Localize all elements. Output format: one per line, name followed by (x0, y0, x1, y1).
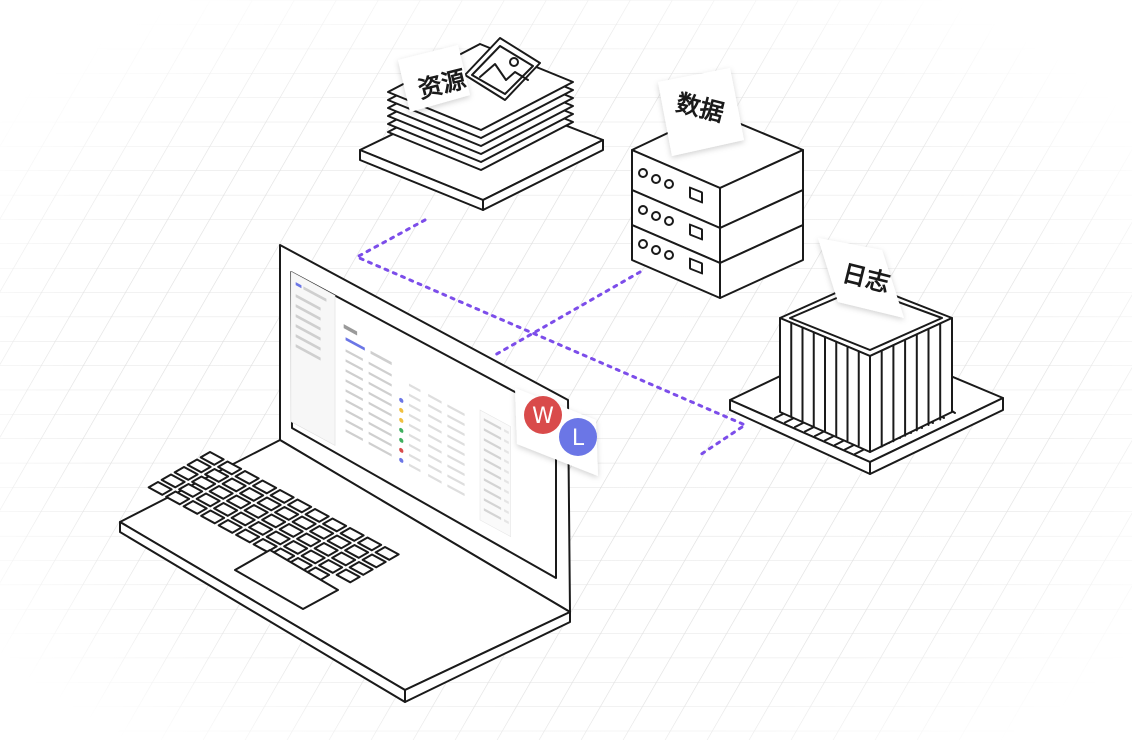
screen-dashboard (290, 271, 512, 538)
keyboard-key (235, 528, 261, 544)
keyboard-key (160, 473, 186, 489)
keyboard-key (313, 542, 339, 557)
keyboard-key (217, 460, 243, 476)
avatar-w-letter: W (532, 404, 554, 429)
keyboard-key (239, 487, 265, 502)
keyboard-key (335, 568, 361, 584)
keyboard-key (213, 502, 239, 517)
keyboard-key (252, 479, 278, 495)
logs-storage: 日志 (729, 238, 1004, 475)
avatar-l-letter: L (572, 426, 585, 451)
keyboard-key (348, 561, 374, 576)
data-server: 数据 (631, 68, 804, 299)
collaborators: W L (515, 388, 598, 476)
keyboard-key (186, 458, 212, 474)
keyboard-key (230, 511, 256, 527)
keyboard-key (165, 490, 191, 506)
resources-stack: 资源 (359, 37, 604, 211)
keyboard-key (283, 540, 309, 555)
keyboard-key (243, 504, 269, 519)
keyboard-key (274, 506, 300, 521)
keyboard-key (322, 517, 348, 533)
keyboard-key (269, 489, 295, 504)
keyboard-key (357, 536, 383, 552)
keyboard-key (256, 496, 282, 512)
keyboard-key (291, 515, 317, 531)
keyboard-key (304, 508, 330, 523)
keyboard-key (199, 451, 225, 466)
keyboard-key (208, 485, 234, 500)
keyboard-key (296, 532, 322, 548)
avatar-l: L (559, 418, 597, 456)
keyboard-key (221, 477, 247, 493)
keyboard-key (234, 470, 260, 485)
keyboard-key (195, 492, 221, 508)
keyboard-key (226, 494, 252, 510)
keyboard-key (339, 527, 365, 542)
laptop (119, 244, 571, 703)
keyboard-key (278, 523, 304, 538)
avatar-w: W (524, 396, 562, 434)
keyboard-key (344, 544, 370, 559)
keyboard-key (217, 519, 243, 534)
keyboard-key (326, 534, 352, 550)
keyboard-key (331, 551, 357, 567)
keyboard-key (191, 475, 217, 491)
keyboard-key (204, 468, 230, 483)
keyboard-key (182, 500, 208, 515)
keyboard-key (173, 466, 199, 481)
keyboard-key (248, 521, 274, 536)
keyboard-key (265, 530, 291, 546)
keyboard-key (309, 525, 335, 540)
keyboard-key (361, 553, 387, 569)
keyboard-key (374, 546, 400, 561)
keyboard-key (300, 549, 326, 565)
keyboard-key (261, 513, 287, 529)
keyboard-key (147, 481, 173, 496)
keyboard-key (318, 559, 344, 574)
keyboard-key (287, 498, 313, 514)
keyboard-key (200, 509, 226, 525)
keyboard-key (178, 483, 204, 498)
connector-lines (353, 218, 749, 457)
